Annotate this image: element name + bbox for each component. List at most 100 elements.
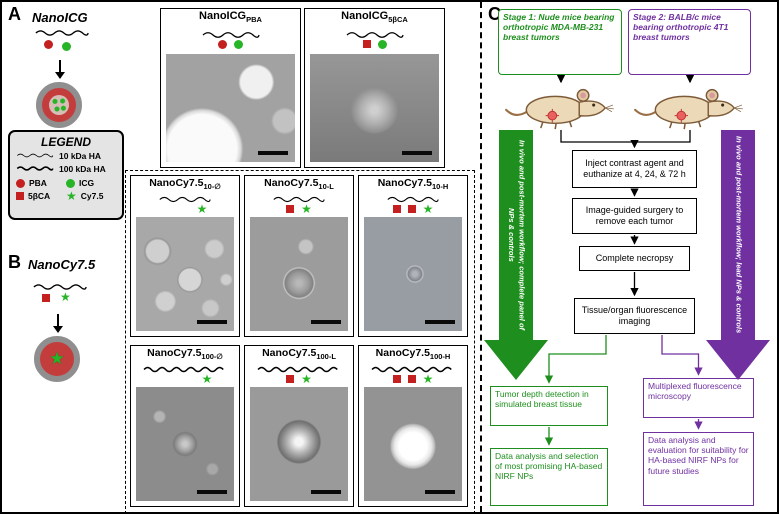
ha-squiggle-icon xyxy=(371,366,452,372)
green-arrow-text: In vivo and post-mortem workflow; comple… xyxy=(507,139,527,331)
nanocy75-nanoparticle: ★ xyxy=(34,336,80,382)
cy75-icon: ★ xyxy=(422,371,434,386)
polymer-schematic: ★ xyxy=(245,361,353,387)
icg-icon xyxy=(377,39,387,49)
green-box-data-analysis: Data analysis and selection of most prom… xyxy=(490,448,608,506)
nanocy75-schematic: ★ xyxy=(32,282,94,312)
5bca-icon xyxy=(362,40,371,49)
legend-cell-pba: PBA xyxy=(16,178,66,188)
scale-bar xyxy=(197,320,227,324)
legend-symbol-grid: PBA ICG 5βCA ★ Cy7.5 xyxy=(16,178,116,203)
tem-title: NanoCy7.510-L xyxy=(264,177,334,192)
flow-box-surgery: Image-guided surgery to remove each tumo… xyxy=(572,198,697,234)
icg-icon xyxy=(62,42,71,51)
5bca-icon xyxy=(392,374,401,383)
ha-10kda-icon xyxy=(16,153,54,158)
tem-box-nanocy75-100-H: NanoCy7.5100-H ★ xyxy=(358,345,468,507)
polymer-schematic: ★ xyxy=(245,191,353,217)
legend-cell-cy75: ★ Cy7.5 xyxy=(66,189,104,203)
tem-micrograph xyxy=(364,217,462,331)
legend-row-10kda: 10 kDa HA xyxy=(16,149,116,162)
stage1-box: Stage 1: Nude mice bearing orthotropic M… xyxy=(498,9,622,75)
ha-squiggle-icon xyxy=(33,284,87,290)
cy75-icon: ★ xyxy=(201,371,213,386)
flow-box-imaging: Tissue/organ fluorescence imaging xyxy=(574,298,695,334)
scale-bar xyxy=(425,320,455,324)
ha-squiggle-icon xyxy=(143,366,224,372)
tem-title: NanoCy7.5100-L xyxy=(262,347,336,362)
tem-box-nanocy75-100-L: NanoCy7.5100-L ★ xyxy=(244,345,354,507)
mouse-illustration-stage1 xyxy=(500,81,620,131)
polymer-schematic: ★ xyxy=(359,361,467,387)
cy75-icon: ★ xyxy=(196,201,208,216)
panel-b-title: NanoCy7.5 xyxy=(28,257,96,272)
down-arrow-icon xyxy=(53,314,63,333)
tem-title: NanoCy7.5100-∅ xyxy=(147,347,223,362)
ha-squiggle-icon xyxy=(346,31,404,38)
panel-divider xyxy=(480,2,482,512)
nanoicg-core xyxy=(49,95,69,115)
tem-box-nanocy75-10-L: NanoCy7.510-L ★ xyxy=(244,175,354,337)
cy75-icon: ★ xyxy=(422,201,434,216)
tem-title: NanoCy7.510-∅ xyxy=(149,177,221,192)
ha-squiggle-icon xyxy=(387,196,439,202)
mouse-illustration-stage2 xyxy=(629,81,749,131)
tem-title: NanoCy7.5100-H xyxy=(375,347,451,362)
legend-label: 100 kDa HA xyxy=(59,163,106,174)
panel-a-title: NanoICG xyxy=(32,10,88,25)
tem-box-nanoicg-pba: NanoICGPBA xyxy=(160,8,301,168)
tem-title: NanoCy7.510-H xyxy=(377,177,449,192)
polymer-schematic xyxy=(305,24,444,54)
tem-micrograph xyxy=(364,387,462,501)
cy75-icon: ★ xyxy=(49,348,65,369)
polymer-schematic: ★ xyxy=(131,191,239,217)
cy75-icon: ★ xyxy=(301,371,312,386)
down-arrow-icon xyxy=(55,60,65,79)
scale-bar xyxy=(258,151,288,155)
ha-squiggle-icon xyxy=(35,30,89,36)
purple-box-data-analysis: Data analysis and evaluation for suitabi… xyxy=(643,432,754,506)
panel-a-label: A xyxy=(8,4,21,24)
legend-label: 10 kDa HA xyxy=(59,150,102,161)
green-box-tumor-depth: Tumor depth detection in simulated breas… xyxy=(490,386,608,426)
ha-squiggle-icon xyxy=(159,196,211,202)
5bca-icon xyxy=(286,204,295,213)
tem-micrograph xyxy=(250,387,348,501)
tem-micrograph xyxy=(136,217,234,331)
ha-squiggle-icon xyxy=(202,31,260,38)
tem-box-nanocy75-100-none: NanoCy7.5100-∅ ★ xyxy=(130,345,240,507)
pba-icon xyxy=(218,39,227,49)
5bca-icon xyxy=(42,294,50,302)
5bca-icon xyxy=(16,192,24,200)
tem-box-nanocy75-10-none: NanoCy7.510-∅ ★ xyxy=(130,175,240,337)
legend-cell-5bca: 5βCA xyxy=(16,191,66,201)
ha-squiggle-icon xyxy=(273,196,325,202)
polymer-schematic: ★ xyxy=(131,361,239,387)
purple-box-microscopy: Multiplexed fluorescence microscopy xyxy=(643,378,754,418)
panel-b-label: B xyxy=(8,252,21,272)
flow-box-inject: Inject contrast agent and euthanize at 4… xyxy=(572,150,697,188)
tem-box-nanocy75-10-H: NanoCy7.510-H ★ xyxy=(358,175,468,337)
5bca-icon xyxy=(392,204,401,213)
icg-icon xyxy=(66,178,75,188)
tem-title: NanoICGPBA xyxy=(199,10,262,25)
5bca-icon xyxy=(407,204,416,213)
icg-icon xyxy=(234,39,243,49)
tem-box-nanoicg-5bca: NanoICG5βCA xyxy=(304,8,445,168)
scale-bar xyxy=(402,151,432,155)
tem-micrograph xyxy=(136,387,234,501)
5bca-icon xyxy=(407,374,416,383)
purple-arrow-text: In vivo and post-mortem workflow; lead N… xyxy=(734,136,744,334)
pba-icon xyxy=(44,40,53,49)
cy75-icon: ★ xyxy=(301,201,312,216)
scale-bar xyxy=(425,490,455,494)
legend-box: LEGEND 10 kDa HA 100 kDa HA PBA ICG xyxy=(8,130,124,220)
ha-squiggle-icon xyxy=(257,366,338,372)
nanoicg-schematic xyxy=(34,28,96,58)
tem-title: NanoICG5βCA xyxy=(341,10,408,25)
flow-box-necropsy: Complete necropsy xyxy=(579,246,690,271)
tem-micrograph xyxy=(310,54,439,162)
legend-cell-icg: ICG xyxy=(66,178,116,188)
cy75-icon: ★ xyxy=(60,290,71,304)
